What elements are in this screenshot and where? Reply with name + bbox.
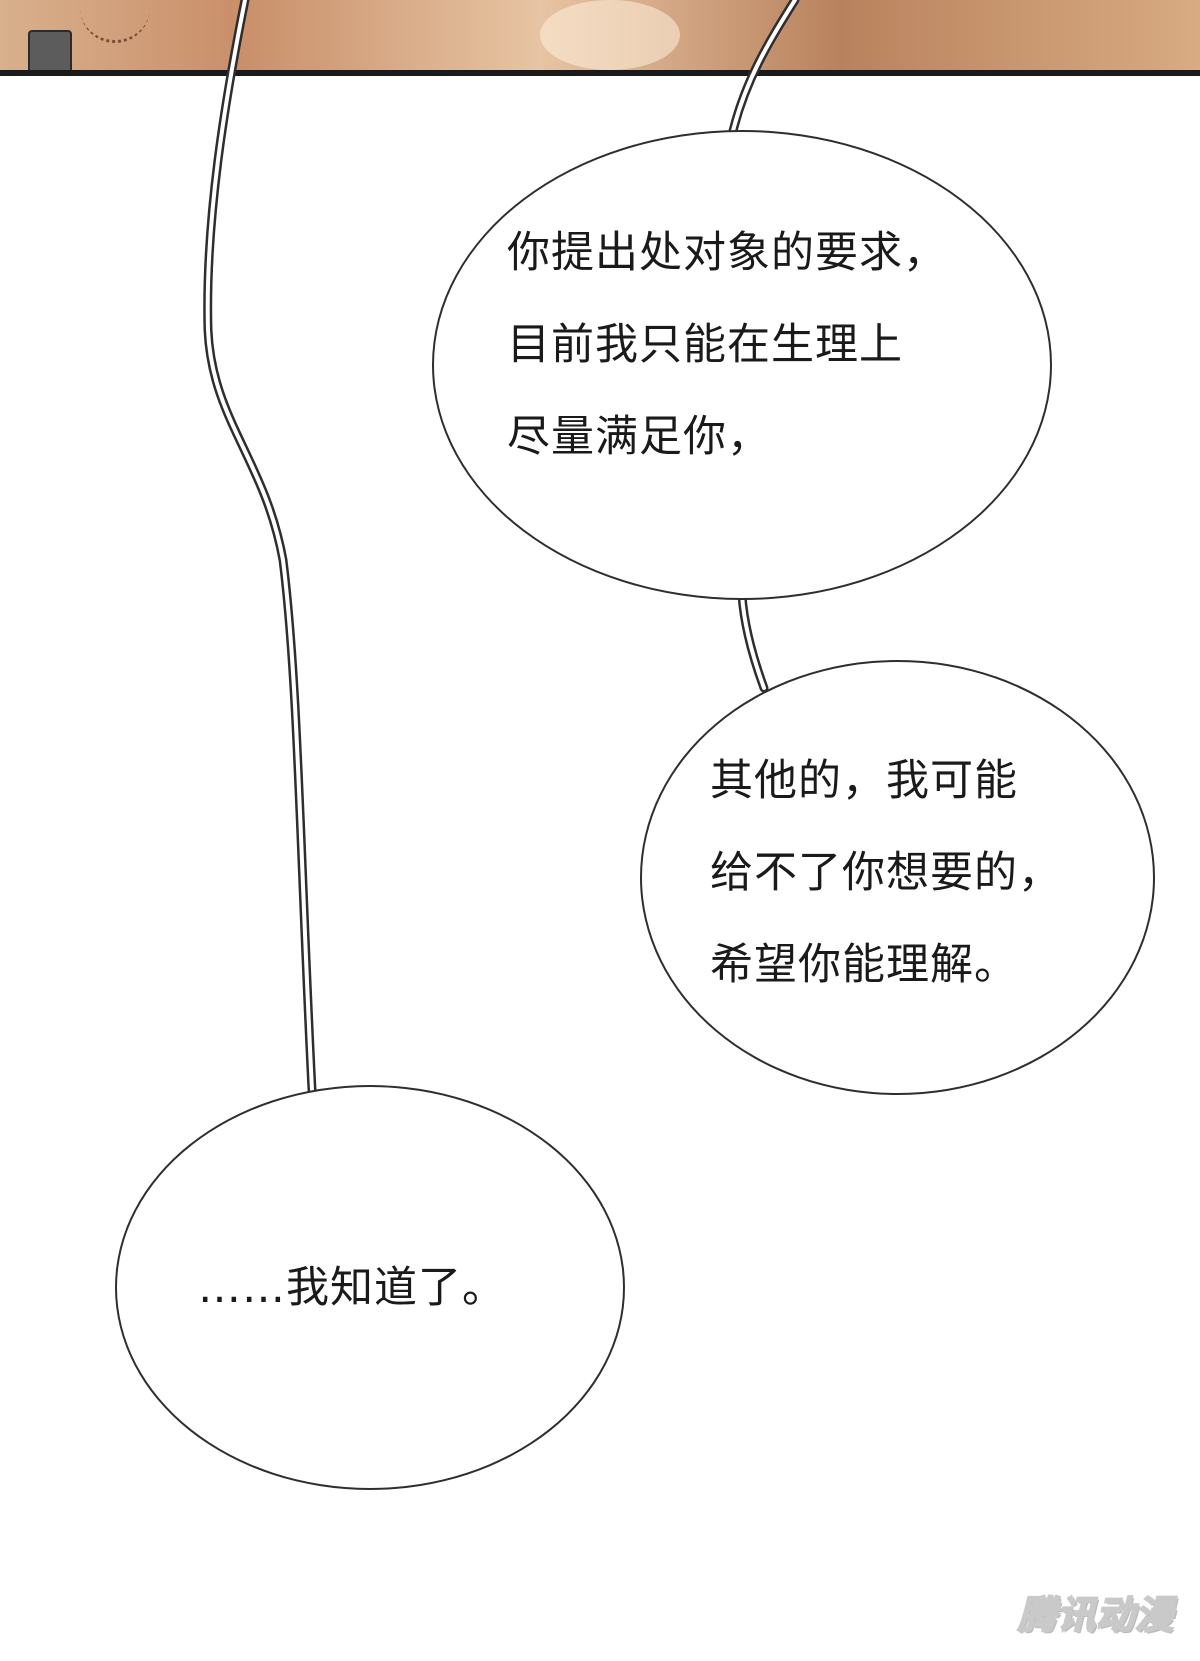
tail-left-inner: [205, 0, 314, 1092]
speech-bubble-2: [640, 660, 1155, 1095]
necklace-chain: [80, 0, 150, 43]
speech-bubble-2-line-1: 其他的，我可能: [710, 756, 1018, 806]
fabric-highlight: [540, 0, 680, 70]
speech-bubble-1-line-2: 目前我只能在生理上: [507, 320, 903, 370]
speech-bubble-3-line-1: ……我知道了。: [198, 1263, 506, 1313]
watermark-logo: 腾讯动漫: [1017, 1592, 1174, 1638]
top-panel-artwork: [0, 0, 1200, 76]
speech-bubble-2-line-2: 给不了你想要的，: [710, 848, 1062, 898]
speech-bubble-1-line-1: 你提出处对象的要求，: [507, 228, 947, 278]
tail-right-inner: [730, 0, 797, 137]
speech-bubble-3: [115, 1085, 625, 1490]
speech-bubble-3-text: ……我知道了。: [198, 1242, 506, 1334]
speech-bubble-2-text: 其他的，我可能 给不了你想要的， 希望你能理解。: [710, 735, 1062, 1011]
speech-bubble-1-text: 你提出处对象的要求， 目前我只能在生理上 尽量满足你，: [507, 207, 947, 483]
speech-bubble-1-line-3: 尽量满足你，: [507, 412, 771, 462]
tail-left-outer: [203, 0, 317, 1095]
speech-bubble-2-line-3: 希望你能理解。: [710, 940, 1018, 990]
tail-connector-inner: [740, 593, 766, 690]
tail-right-outer: [727, 0, 800, 140]
necklace-tag: [28, 30, 72, 70]
speech-bubble-1: [432, 130, 1052, 600]
